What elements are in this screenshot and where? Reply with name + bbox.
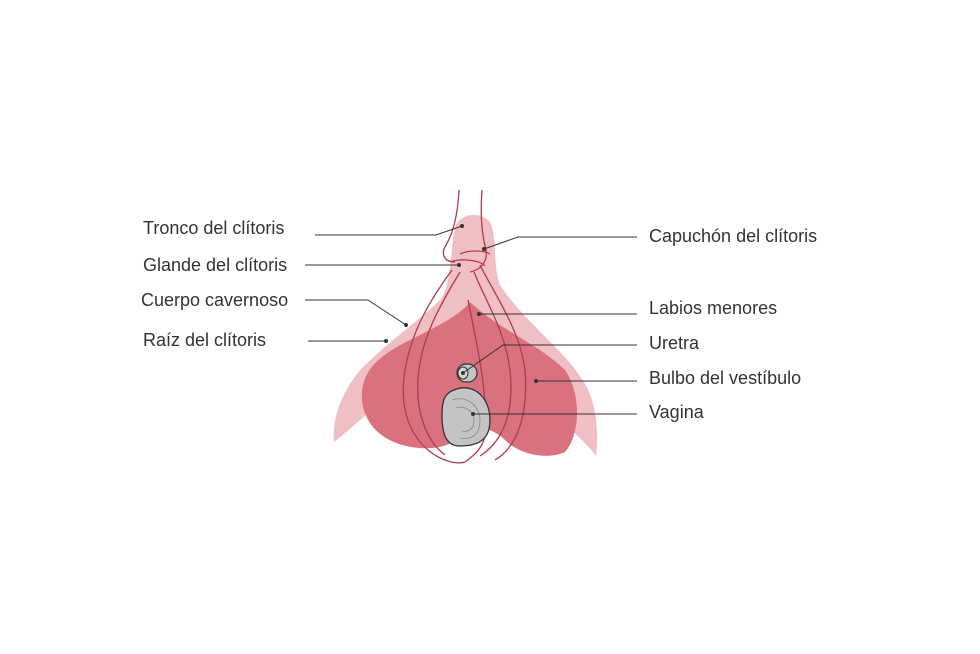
leader-lines bbox=[305, 225, 637, 415]
label-cuerpo-cavernoso: Cuerpo cavernoso bbox=[141, 290, 289, 310]
outline-strokes bbox=[402, 189, 527, 464]
label-uretra: Uretra bbox=[649, 333, 700, 353]
urethra-shape bbox=[456, 363, 478, 383]
leader-dots bbox=[384, 224, 538, 416]
label-bulbo: Bulbo del vestíbulo bbox=[649, 368, 802, 388]
label-labios-menores: Labios menores bbox=[649, 298, 778, 318]
vagina-shape bbox=[441, 387, 491, 447]
label-capuchon: Capuchón del clítoris bbox=[649, 226, 818, 246]
label-raiz: Raíz del clítoris bbox=[143, 330, 267, 350]
label-glande: Glande del clítoris bbox=[143, 255, 288, 275]
label-tronco: Tronco del clítoris bbox=[143, 218, 285, 238]
label-vagina: Vagina bbox=[649, 402, 704, 422]
